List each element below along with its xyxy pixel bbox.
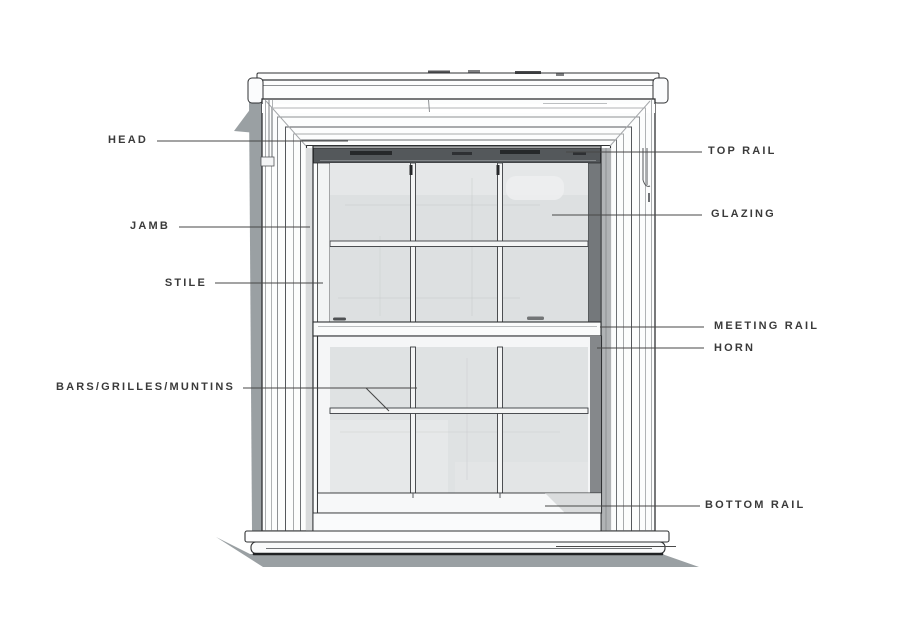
sketch-mark	[452, 152, 472, 155]
casing-step	[293, 133, 624, 531]
casing-step	[300, 139, 617, 531]
cornice-end-block-left	[247, 77, 264, 104]
casing-step	[271, 107, 646, 531]
label-glazing: GLAZING	[711, 208, 776, 220]
sill-front	[250, 541, 666, 555]
cornice	[247, 70, 669, 104]
leader-lines	[157, 140, 704, 507]
label-meeting-rail: MEETING RAIL	[714, 320, 820, 332]
cast-shadows	[216, 100, 699, 567]
label-bottom-rail: BOTTOM RAIL	[705, 499, 806, 511]
sill	[244, 512, 676, 556]
upper-sash-stile-left	[317, 162, 331, 323]
meeting-rail	[312, 321, 602, 337]
miter-line-right	[609, 100, 651, 147]
sketch-mark	[573, 152, 586, 155]
bottom-rail-shade	[545, 493, 601, 513]
sill-board	[312, 512, 602, 532]
cornice-cap	[256, 72, 660, 81]
sketch-mark	[527, 316, 544, 320]
sketch-mark	[556, 73, 564, 76]
sketch-mark	[350, 151, 392, 155]
sketch-mark	[468, 70, 480, 73]
label-head: HEAD	[108, 134, 148, 146]
glass-reflection	[330, 420, 448, 493]
cornice-end-block-right	[652, 77, 669, 104]
muntin-tick	[496, 165, 500, 175]
label-stile: STILE	[164, 277, 207, 289]
bars-leader-diagonal	[365, 387, 390, 412]
lower-sash-stile-right	[590, 336, 601, 513]
sketch-mark	[333, 317, 346, 321]
muntin-horizontal	[329, 407, 589, 414]
shadow-left-band	[249, 100, 262, 531]
drip-bracket-tick	[648, 193, 650, 202]
sketch-mark	[500, 150, 540, 154]
glass-reflection	[455, 462, 588, 493]
muntin-tick	[409, 165, 413, 175]
sketch-mark	[428, 70, 450, 74]
label-jamb: JAMB	[130, 220, 170, 232]
sketch-mark	[515, 71, 541, 74]
upper-sash-stile-right	[587, 162, 602, 323]
label-horn: HORN	[714, 342, 756, 354]
muntin-vertical	[497, 346, 503, 494]
casing-step	[285, 126, 632, 531]
lower-sash	[316, 335, 603, 514]
muntin-vertical	[410, 346, 416, 494]
drip-bracket-hook	[642, 179, 651, 187]
muntin-horizontal	[329, 240, 589, 247]
shadow-below-sill	[216, 537, 699, 567]
label-bars-grilles-muntins: BARS/GRILLES/MUNTINS	[55, 381, 235, 393]
casing-step	[277, 116, 640, 531]
glass-reflection	[506, 176, 564, 200]
sketch-line	[428, 99, 430, 113]
upper-sash	[317, 162, 602, 323]
pilaster-block	[260, 156, 275, 167]
cornice-crown	[250, 79, 666, 101]
reveal-left	[306, 148, 313, 531]
label-top-rail: TOP RAIL	[708, 145, 777, 157]
sill-stool	[244, 530, 670, 543]
